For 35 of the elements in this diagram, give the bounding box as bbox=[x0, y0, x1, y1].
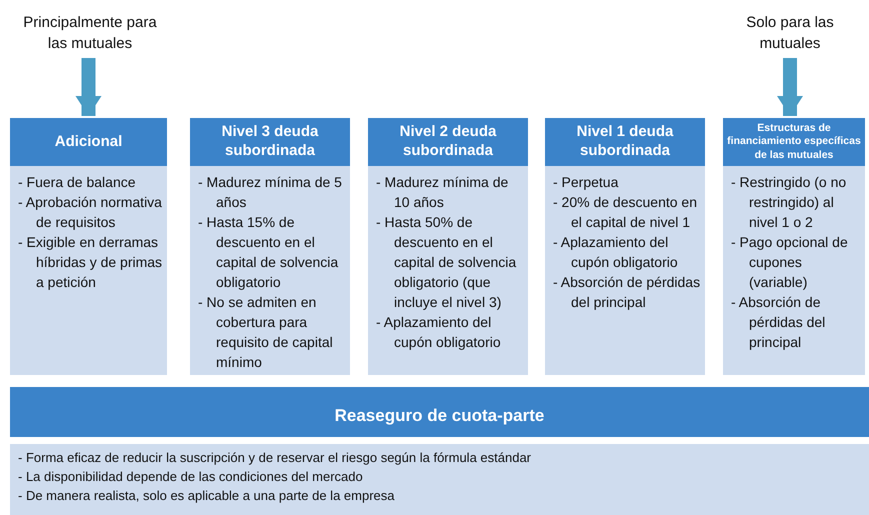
bullet-item: - 20% de descuento en el capital de nivel 1 bbox=[553, 193, 698, 232]
category-card bbox=[10, 387, 869, 515]
arrow bbox=[777, 58, 803, 116]
bullet-item: - Aplazamiento del cupón obligatorio bbox=[376, 313, 502, 352]
bullet-item: - Absorción de pérdidas del principal bbox=[731, 293, 826, 352]
category-card bbox=[723, 118, 865, 375]
card-header: Nivel 1 deuda subordinada bbox=[545, 118, 705, 166]
bullet-item: - Aplazamiento del cupón obligatorio bbox=[553, 233, 679, 272]
card-header: Estructuras de financiamiento específicas de las mutuales bbox=[723, 118, 865, 166]
card-header: Nivel 3 deuda subordinada bbox=[190, 118, 350, 166]
bullet-item: - La disponibilidad depende de las condiciones del mercado bbox=[18, 468, 364, 486]
card-header: Adicional bbox=[10, 118, 167, 166]
bullet-item: - No se admiten en cobertura para requisito de capital mínimo bbox=[198, 293, 334, 372]
bullet-item: - Restringido (o no restringido) al nivel 1 o 2 bbox=[731, 173, 848, 232]
bullet-item: - Perpetua bbox=[553, 173, 620, 192]
bullet-item: - Pago opcional de cupones (variable) bbox=[731, 233, 849, 292]
annotation-text: Solo para las mutuales bbox=[740, 12, 840, 54]
category-card bbox=[368, 118, 528, 375]
bullet-item: - Madurez mínima de 5 años bbox=[198, 173, 343, 212]
card-header: Reaseguro de cuota-parte bbox=[10, 387, 869, 444]
bullet-item: - Aprobación normativa de requisitos bbox=[18, 193, 163, 232]
category-card bbox=[190, 118, 350, 375]
category-card bbox=[545, 118, 705, 375]
bullet-item: - Madurez mínima de 10 años bbox=[376, 173, 510, 212]
bullet-item: - Forma eficaz de reducir la suscripción y de reservar el riesgo según la fórmula estándar bbox=[18, 449, 532, 467]
bullet-item: - De manera realista, solo es aplicable a una parte de la empresa bbox=[18, 487, 396, 505]
bullet-item: - Hasta 15% de descuento en el capital de solvencia obligatorio bbox=[198, 213, 340, 292]
bullet-item: - Exigible en derramas híbridas y de primas a petición bbox=[18, 233, 163, 292]
bullet-item: - Fuera de balance bbox=[18, 173, 137, 192]
bullet-item: - Absorción de pérdidas del principal bbox=[553, 273, 701, 312]
category-card bbox=[10, 118, 167, 375]
annotation-text: Principalmente para las mutuales bbox=[20, 12, 160, 54]
arrow bbox=[76, 58, 102, 116]
bullet-item: - Hasta 50% de descuento en el capital de solvencia obligatorio (que incluye el nivel 3) bbox=[376, 213, 518, 312]
card-header: Nivel 2 deuda subordinada bbox=[368, 118, 528, 166]
